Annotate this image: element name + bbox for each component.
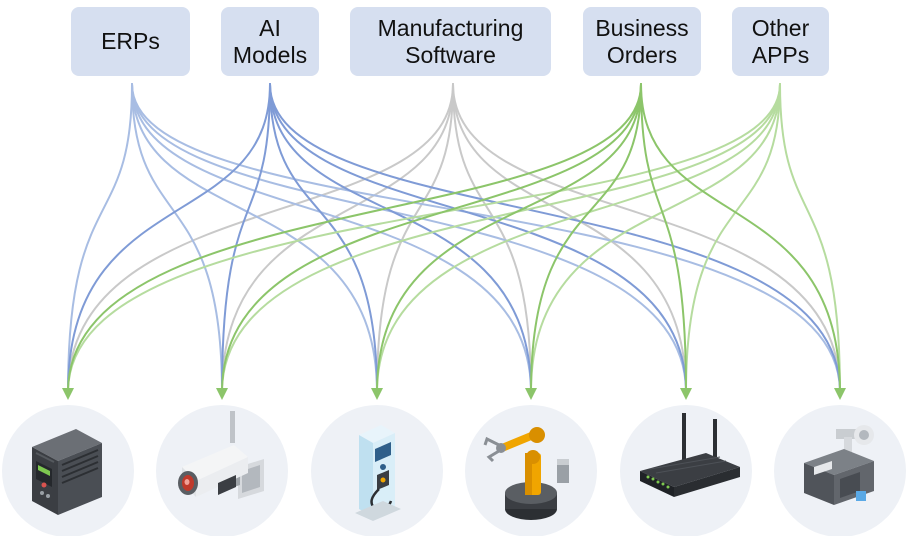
device-wifi-router	[620, 405, 752, 536]
robotic-arm-icon	[483, 427, 569, 520]
link-other-apps-to-robotic-arm	[530, 83, 781, 393]
source-manufacturing-software: Manufacturing Software	[350, 7, 551, 76]
device-limit-switch	[774, 405, 906, 536]
arrowhead-robotic-arm	[525, 388, 537, 400]
link-other-apps-to-ev-charger	[376, 83, 781, 393]
link-manufacturing-software-to-ev-charger	[376, 83, 454, 393]
link-erps-to-security-camera	[131, 83, 223, 393]
link-erps-to-limit-switch	[131, 83, 841, 393]
arrowhead-wifi-router	[680, 388, 692, 400]
link-business-orders-to-limit-switch	[640, 83, 841, 393]
link-ai-models-to-wifi-router	[269, 83, 687, 393]
arrowhead-ev-charger	[371, 388, 383, 400]
ev-charger-icon	[355, 425, 401, 521]
link-manufacturing-software-to-limit-switch	[452, 83, 841, 393]
link-ai-models-to-ev-charger	[269, 83, 378, 393]
link-other-apps-to-wifi-router	[685, 83, 781, 393]
device-robotic-arm	[465, 405, 597, 536]
link-manufacturing-software-to-wifi-router	[452, 83, 687, 393]
link-business-orders-to-ev-charger	[376, 83, 642, 393]
wifi-router-icon	[640, 413, 740, 497]
link-ai-models-to-frequency-inverter	[67, 83, 271, 393]
source-business-orders: Business Orders	[583, 7, 701, 76]
source-erps: ERPs	[71, 7, 190, 76]
link-erps-to-wifi-router	[131, 83, 687, 393]
link-erps-to-ev-charger	[131, 83, 378, 393]
source-business-orders-label: Business Orders	[595, 14, 689, 68]
source-other-apps-label: Other APPs	[751, 14, 810, 68]
limit-switch-icon	[804, 425, 874, 505]
source-erps-label: ERPs	[101, 28, 160, 54]
link-business-orders-to-wifi-router	[640, 83, 687, 393]
source-ai-models: AI Models	[221, 7, 319, 76]
arrowhead-limit-switch	[834, 388, 846, 400]
source-other-apps: Other APPs	[732, 7, 829, 76]
link-business-orders-to-robotic-arm	[530, 83, 642, 393]
link-erps-to-robotic-arm	[131, 83, 532, 393]
link-business-orders-to-security-camera	[221, 83, 642, 393]
link-manufacturing-software-to-security-camera	[221, 83, 454, 393]
device-security-camera	[156, 405, 288, 536]
security-camera-icon	[178, 411, 264, 499]
link-business-orders-to-frequency-inverter	[67, 83, 642, 393]
arrowhead-frequency-inverter	[62, 388, 74, 400]
source-manufacturing-software-label: Manufacturing Software	[377, 14, 524, 68]
link-other-apps-to-frequency-inverter	[67, 83, 781, 393]
source-ai-models-label: AI Models	[232, 14, 308, 68]
link-ai-models-to-limit-switch	[269, 83, 841, 393]
frequency-inverter-icon	[32, 429, 102, 515]
link-other-apps-to-limit-switch	[779, 83, 841, 393]
arrowhead-security-camera	[216, 388, 228, 400]
link-other-apps-to-security-camera	[221, 83, 781, 393]
link-ai-models-to-robotic-arm	[269, 83, 532, 393]
link-manufacturing-software-to-frequency-inverter	[67, 83, 454, 393]
link-erps-to-frequency-inverter	[67, 83, 133, 393]
device-ev-charger	[311, 405, 443, 536]
device-frequency-inverter	[2, 405, 134, 536]
link-manufacturing-software-to-robotic-arm	[452, 83, 532, 393]
link-ai-models-to-security-camera	[221, 83, 271, 393]
